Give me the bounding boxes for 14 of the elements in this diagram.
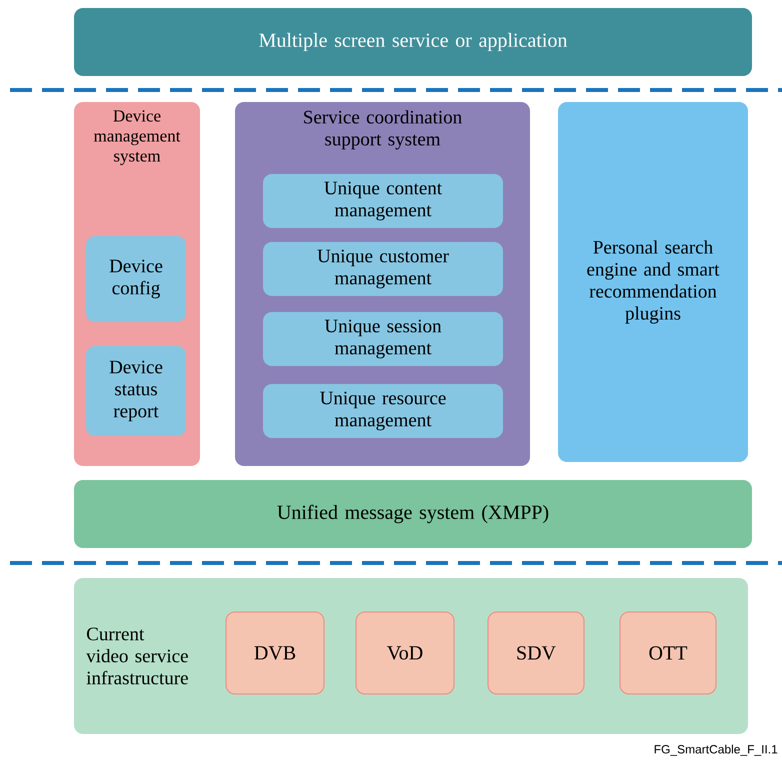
service-box: VoD: [356, 612, 454, 694]
module-box: Unique resource management: [263, 384, 503, 438]
module-box: Unique session management: [263, 312, 503, 366]
service-box: OTT: [620, 612, 716, 694]
module-box: Unique customer management: [263, 242, 503, 296]
message-bus-bar: Unified message system (XMPP): [74, 480, 752, 548]
figure-id: FG_SmartCable_F_II.1: [654, 744, 778, 756]
module-box: Device status report: [86, 346, 186, 436]
module-box: Unique content management: [263, 174, 503, 228]
service-box: SDV: [488, 612, 584, 694]
service-box: DVB: [226, 612, 324, 694]
service-banner: Multiple screen service or application: [74, 8, 752, 76]
system-panel: Personal search engine and smart recommendation plugins: [558, 102, 748, 462]
module-box: Device config: [86, 236, 186, 322]
